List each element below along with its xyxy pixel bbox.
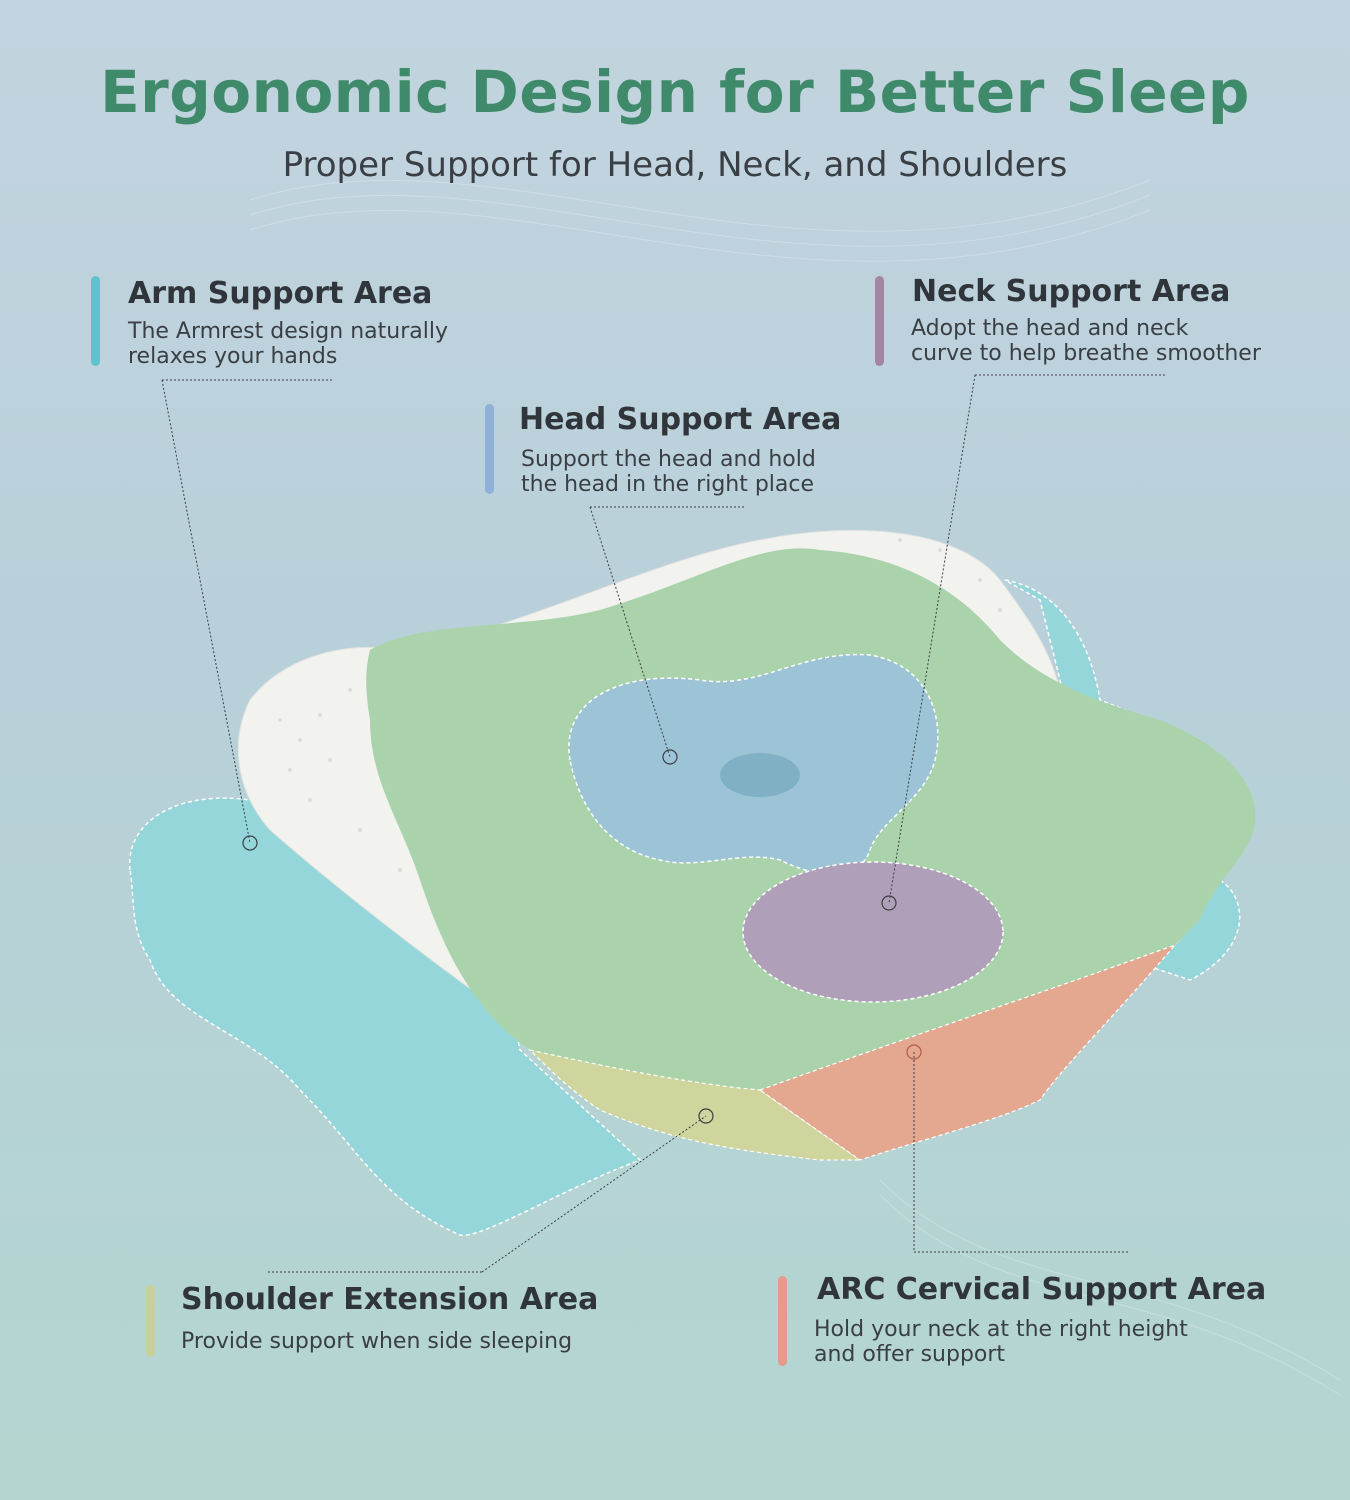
- arm-marker-dot: [242, 835, 258, 851]
- arm-support-desc-2: relaxes your hands: [128, 344, 338, 369]
- arc-cervical-desc-2: and offer support: [814, 1342, 1006, 1367]
- arc-cervical-desc-1: Hold your neck at the right height: [814, 1317, 1188, 1342]
- shoulder-extension-region: [528, 1048, 862, 1161]
- shoulder-extension-desc-1: Provide support when side sleeping: [181, 1329, 573, 1354]
- shoulder-marker-dot: [698, 1108, 714, 1124]
- head-marker-dot: [662, 749, 678, 765]
- arc-marker-dot: [906, 1044, 922, 1060]
- head-color-bar: [485, 404, 494, 494]
- neck-marker-dot: [881, 895, 897, 911]
- background-waves: [249, 179, 1341, 1396]
- neck-support-region: [742, 861, 1004, 1003]
- neck-color-bar: [875, 276, 884, 366]
- page-subtitle: Proper Support for Head, Neck, and Shoul…: [282, 145, 1068, 185]
- neck-support-desc-1: Adopt the head and neck: [911, 316, 1189, 341]
- arm-support-region: [129, 789, 642, 1237]
- page-title: Ergonomic Design for Better Sleep: [100, 58, 1250, 126]
- arm-support-desc-1: The Armrest design naturally: [128, 319, 448, 344]
- foam-texture: [278, 538, 1002, 942]
- arc-color-bar: [778, 1276, 787, 1366]
- arm-color-bar: [91, 276, 100, 366]
- arm-support-title: Arm Support Area: [128, 276, 433, 311]
- arc-cervical-region: [758, 943, 1177, 1161]
- shoulder-extension-title: Shoulder Extension Area: [181, 1282, 599, 1317]
- head-hollow: [720, 753, 800, 797]
- arc-cervical-title: ARC Cervical Support Area: [817, 1272, 1267, 1307]
- leader-lines: [161, 374, 1165, 1273]
- head-support-desc-1: Support the head and hold: [521, 447, 816, 472]
- neck-support-desc-2: curve to help breathe smoother: [911, 341, 1261, 366]
- neck-support-title: Neck Support Area: [912, 274, 1231, 309]
- head-support-desc-2: the head in the right place: [521, 472, 815, 497]
- shoulder-color-bar: [146, 1285, 155, 1357]
- head-support-title: Head Support Area: [519, 402, 842, 437]
